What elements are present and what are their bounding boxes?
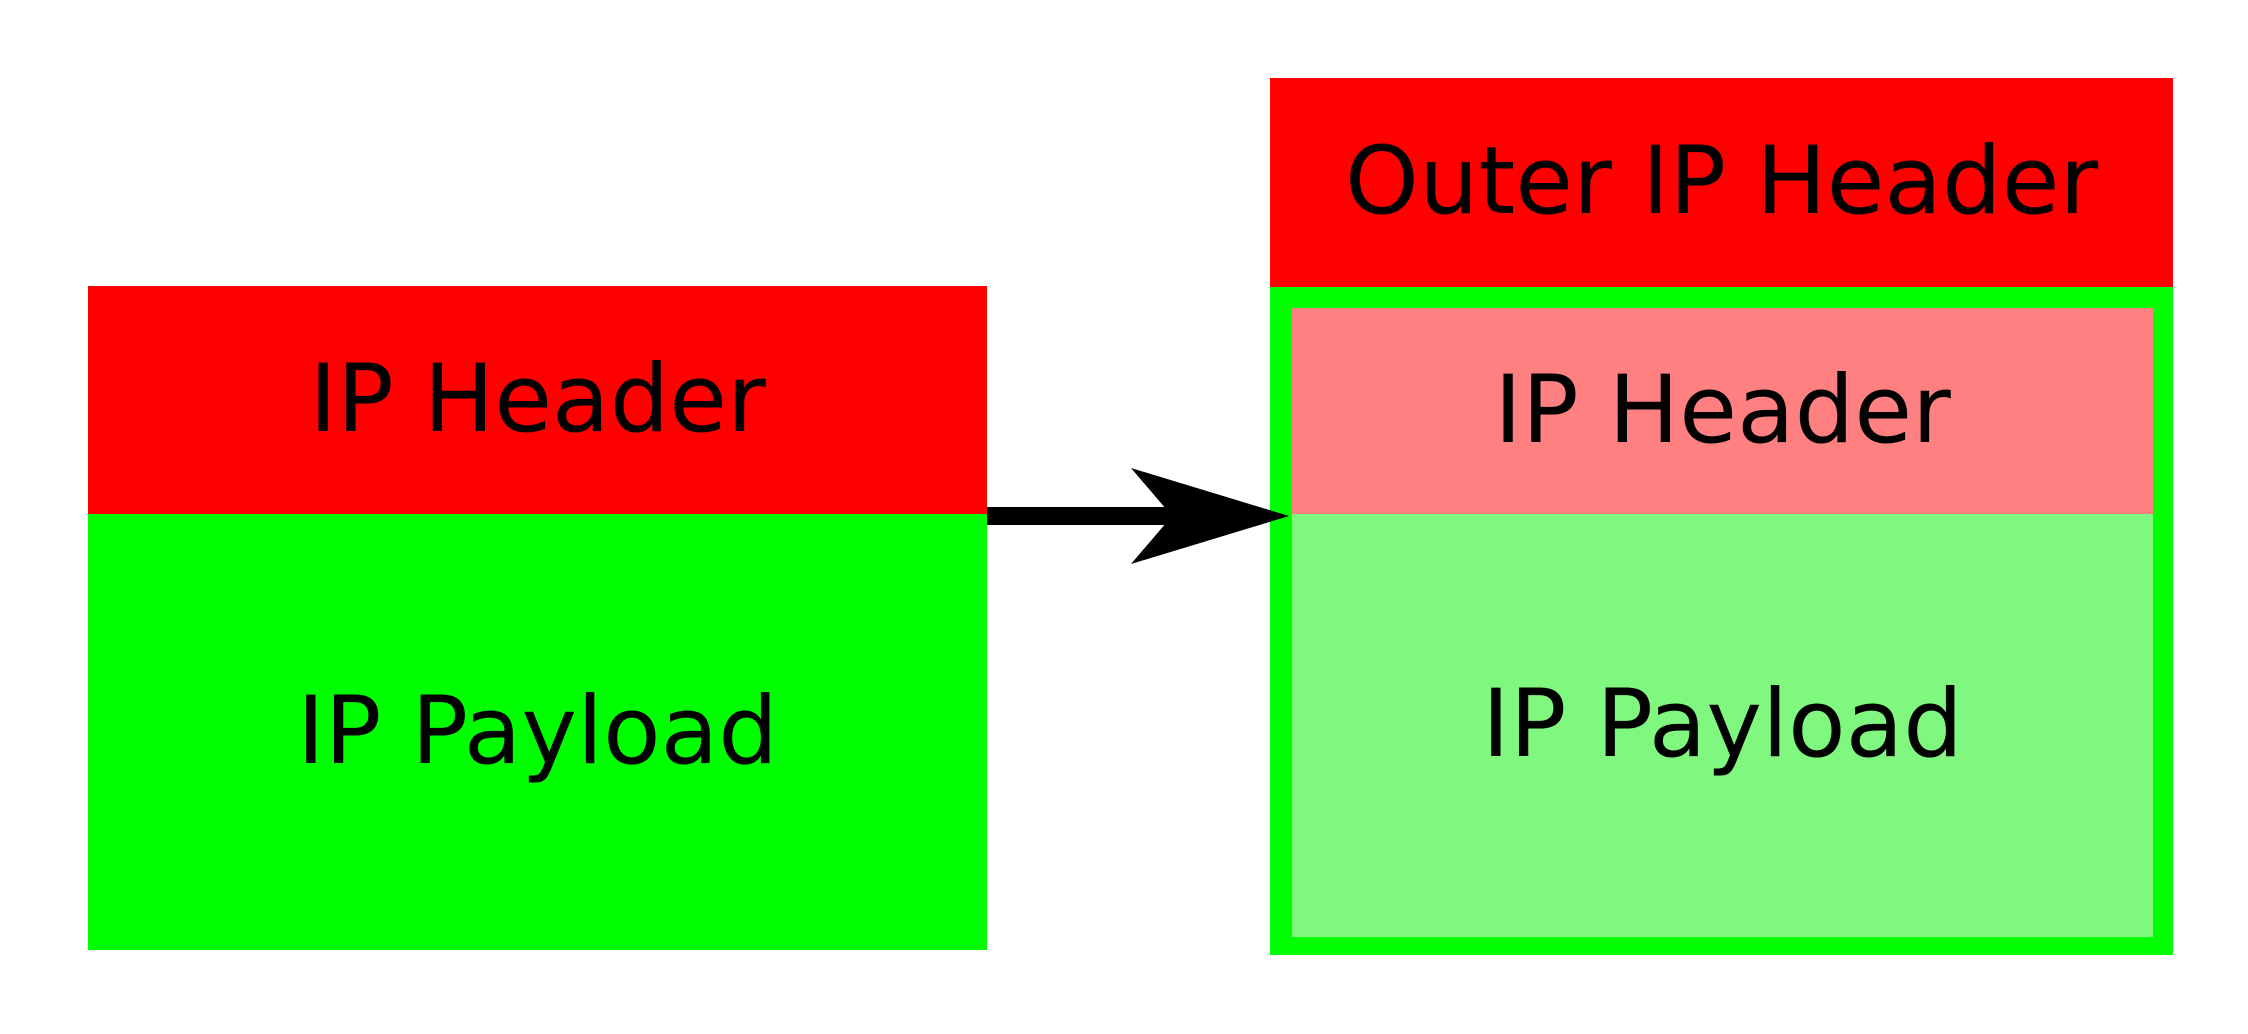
- original-ip-payload-label: IP Payload: [297, 676, 778, 786]
- encapsulated-packet: Outer IP Header IP Header IP Payload: [1270, 78, 2173, 955]
- original-ip-header-label: IP Header: [309, 344, 766, 454]
- original-ip-header-block: IP Header: [88, 286, 987, 514]
- arrow-head-icon: [1131, 468, 1289, 564]
- encapsulation-wrapper: IP Header IP Payload: [1270, 287, 2173, 955]
- inner-ip-payload-block: IP Payload: [1292, 514, 2153, 937]
- outer-ip-header-block: Outer IP Header: [1270, 78, 2173, 287]
- outer-ip-header-label: Outer IP Header: [1344, 127, 2099, 237]
- arrow-shaft: [987, 507, 1180, 525]
- original-packet: IP Header IP Payload: [88, 286, 987, 950]
- inner-ip-header-label: IP Header: [1494, 355, 1951, 465]
- inner-ip-header-block: IP Header: [1292, 308, 2153, 514]
- original-ip-payload-block: IP Payload: [88, 514, 987, 950]
- inner-packet: IP Header IP Payload: [1292, 308, 2153, 937]
- encapsulation-arrow: [987, 468, 1289, 564]
- inner-ip-payload-label: IP Payload: [1482, 670, 1963, 780]
